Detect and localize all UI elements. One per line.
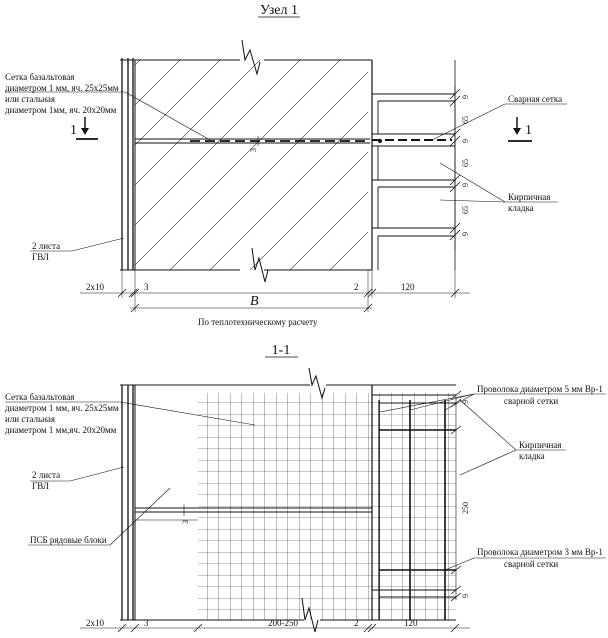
mesh-label-section-line-1: Сетка базальтовая bbox=[5, 392, 75, 402]
brick-label-top-line-2: кладка bbox=[508, 203, 534, 213]
wire5-label-line-1: Проволока диаметром 5 мм Вр-1 bbox=[477, 384, 603, 394]
dim-bottom-2: 2 bbox=[354, 282, 359, 292]
dim-b: B bbox=[250, 294, 259, 309]
bottom-dimension-chain-top: 2х10 3 2 120 B По теплотехническому расч… bbox=[80, 270, 470, 327]
brick-label-section-line-1: Кирпичная bbox=[519, 440, 561, 450]
dim-bottom-2x10: 2х10 bbox=[86, 282, 105, 292]
right-dimension-chain: 9 65 9 65 9 65 9 bbox=[449, 86, 470, 250]
dim-right-5: 9 bbox=[461, 183, 470, 187]
dim-9-bottom-section: 9 bbox=[461, 594, 470, 598]
weld-wires bbox=[371, 385, 456, 620]
brick-wall bbox=[371, 60, 456, 270]
wire5-label-line-2: сварной сетки bbox=[504, 396, 558, 406]
mesh-grid bbox=[198, 393, 456, 620]
node-1-title: Узел 1 bbox=[260, 3, 298, 18]
mesh-label-section-line-4: диаметром 1 мм,яч. 20х20мм bbox=[5, 425, 117, 435]
gvl-layers bbox=[121, 58, 134, 270]
brick-label-section: Кирпичная кладка bbox=[459, 399, 566, 476]
mesh-label-line-3: или стальная bbox=[5, 94, 55, 104]
dim-section-2x10: 2х10 bbox=[86, 618, 105, 628]
bottom-dimension-chain-section: 2х10 3 200-250 2 120 bbox=[80, 618, 470, 633]
dim-right-1: 9 bbox=[461, 95, 470, 99]
gvl-label-section: 2 листа ГВЛ bbox=[30, 466, 125, 491]
gvl-label-top-line-2: ГВЛ bbox=[32, 252, 49, 262]
gvl-label-section-line-2: ГВЛ bbox=[32, 481, 49, 491]
right-dimension-section: 9 250 9 bbox=[450, 390, 470, 602]
mesh-label-section-line-2: диаметром 1 мм, яч. 25х25мм bbox=[5, 403, 119, 413]
dim-3-mesh: 3 bbox=[249, 148, 258, 152]
dim-3-section: 3 bbox=[181, 520, 190, 524]
dim-bottom-3: 3 bbox=[144, 282, 149, 292]
dim-250-section: 250 bbox=[461, 502, 470, 514]
section-1-1-title: 1-1 bbox=[272, 343, 291, 358]
node-1-view: Узел 1 bbox=[5, 3, 567, 327]
dim-right-3: 9 bbox=[461, 139, 470, 143]
gvl-layers-section bbox=[121, 385, 134, 620]
mesh-band bbox=[135, 138, 370, 144]
break-mark-section-top bbox=[308, 367, 326, 400]
wire3-label-line-2: сварной сетки bbox=[504, 559, 558, 569]
brick-label-section-line-2: кладка bbox=[519, 451, 545, 461]
mesh-label-section: Сетка базальтовая диаметром 1 мм, яч. 25… bbox=[5, 392, 256, 435]
dim-section-200-250: 200-250 bbox=[268, 618, 298, 628]
section-mark-right-label: 1 bbox=[525, 123, 532, 138]
mesh-label-line-2: диаметром 1 мм, яч. 25х25мм bbox=[5, 83, 119, 93]
dim-9-section: 9 bbox=[461, 400, 470, 404]
insulation-block bbox=[135, 60, 368, 270]
dim-right-7: 9 bbox=[461, 232, 470, 236]
dim-section-2: 2 bbox=[354, 618, 359, 628]
brick-label-top-line-1: Кирпичная bbox=[508, 192, 550, 202]
brick-label-top: Кирпичная кладка bbox=[439, 162, 558, 213]
mesh-label-section-line-3: или стальная bbox=[5, 414, 55, 424]
break-mark-bottom bbox=[251, 247, 269, 283]
gvl-label-top-line-1: 2 листа bbox=[32, 241, 60, 251]
dim-section-120: 120 bbox=[404, 618, 418, 628]
weld-mesh-label: Сварная сетка bbox=[508, 94, 562, 104]
psb-label: ПСБ рядовые блоки bbox=[30, 535, 107, 545]
wire3-label: Проволока диаметром 3 мм Вр-1 сварной се… bbox=[444, 547, 606, 571]
dim-bottom-120: 120 bbox=[401, 282, 415, 292]
dim-right-6: 65 bbox=[461, 206, 470, 214]
mesh-label-line-1: Сетка базальтовая bbox=[5, 72, 75, 82]
mesh-label: Сетка базальтовая диаметром 1 мм, яч. 25… bbox=[5, 72, 211, 141]
gvl-label-top: 2 листа ГВЛ bbox=[30, 237, 125, 262]
section-1-1-view: 1-1 bbox=[5, 343, 606, 633]
section-mark-left-label: 1 bbox=[70, 123, 77, 138]
wire5-label: Проволока диаметром 5 мм Вр-1 сварной се… bbox=[379, 384, 606, 413]
mesh-label-line-4: диаметром 1мм, яч. 20х20мм bbox=[5, 105, 117, 115]
dim-right-2: 65 bbox=[461, 116, 470, 124]
wire3-label-line-1: Проволока диаметром 3 мм Вр-1 bbox=[477, 547, 603, 557]
dim-right-4: 65 bbox=[461, 159, 470, 167]
section-mark-left: 1 bbox=[70, 117, 98, 140]
note-thermal-calc: По теплотехническому расчету bbox=[198, 317, 318, 327]
dim-section-3: 3 bbox=[144, 618, 149, 628]
section-mark-right: 1 bbox=[508, 117, 532, 142]
gvl-label-section-line-1: 2 листа bbox=[32, 470, 60, 480]
break-mark-top bbox=[241, 39, 261, 76]
